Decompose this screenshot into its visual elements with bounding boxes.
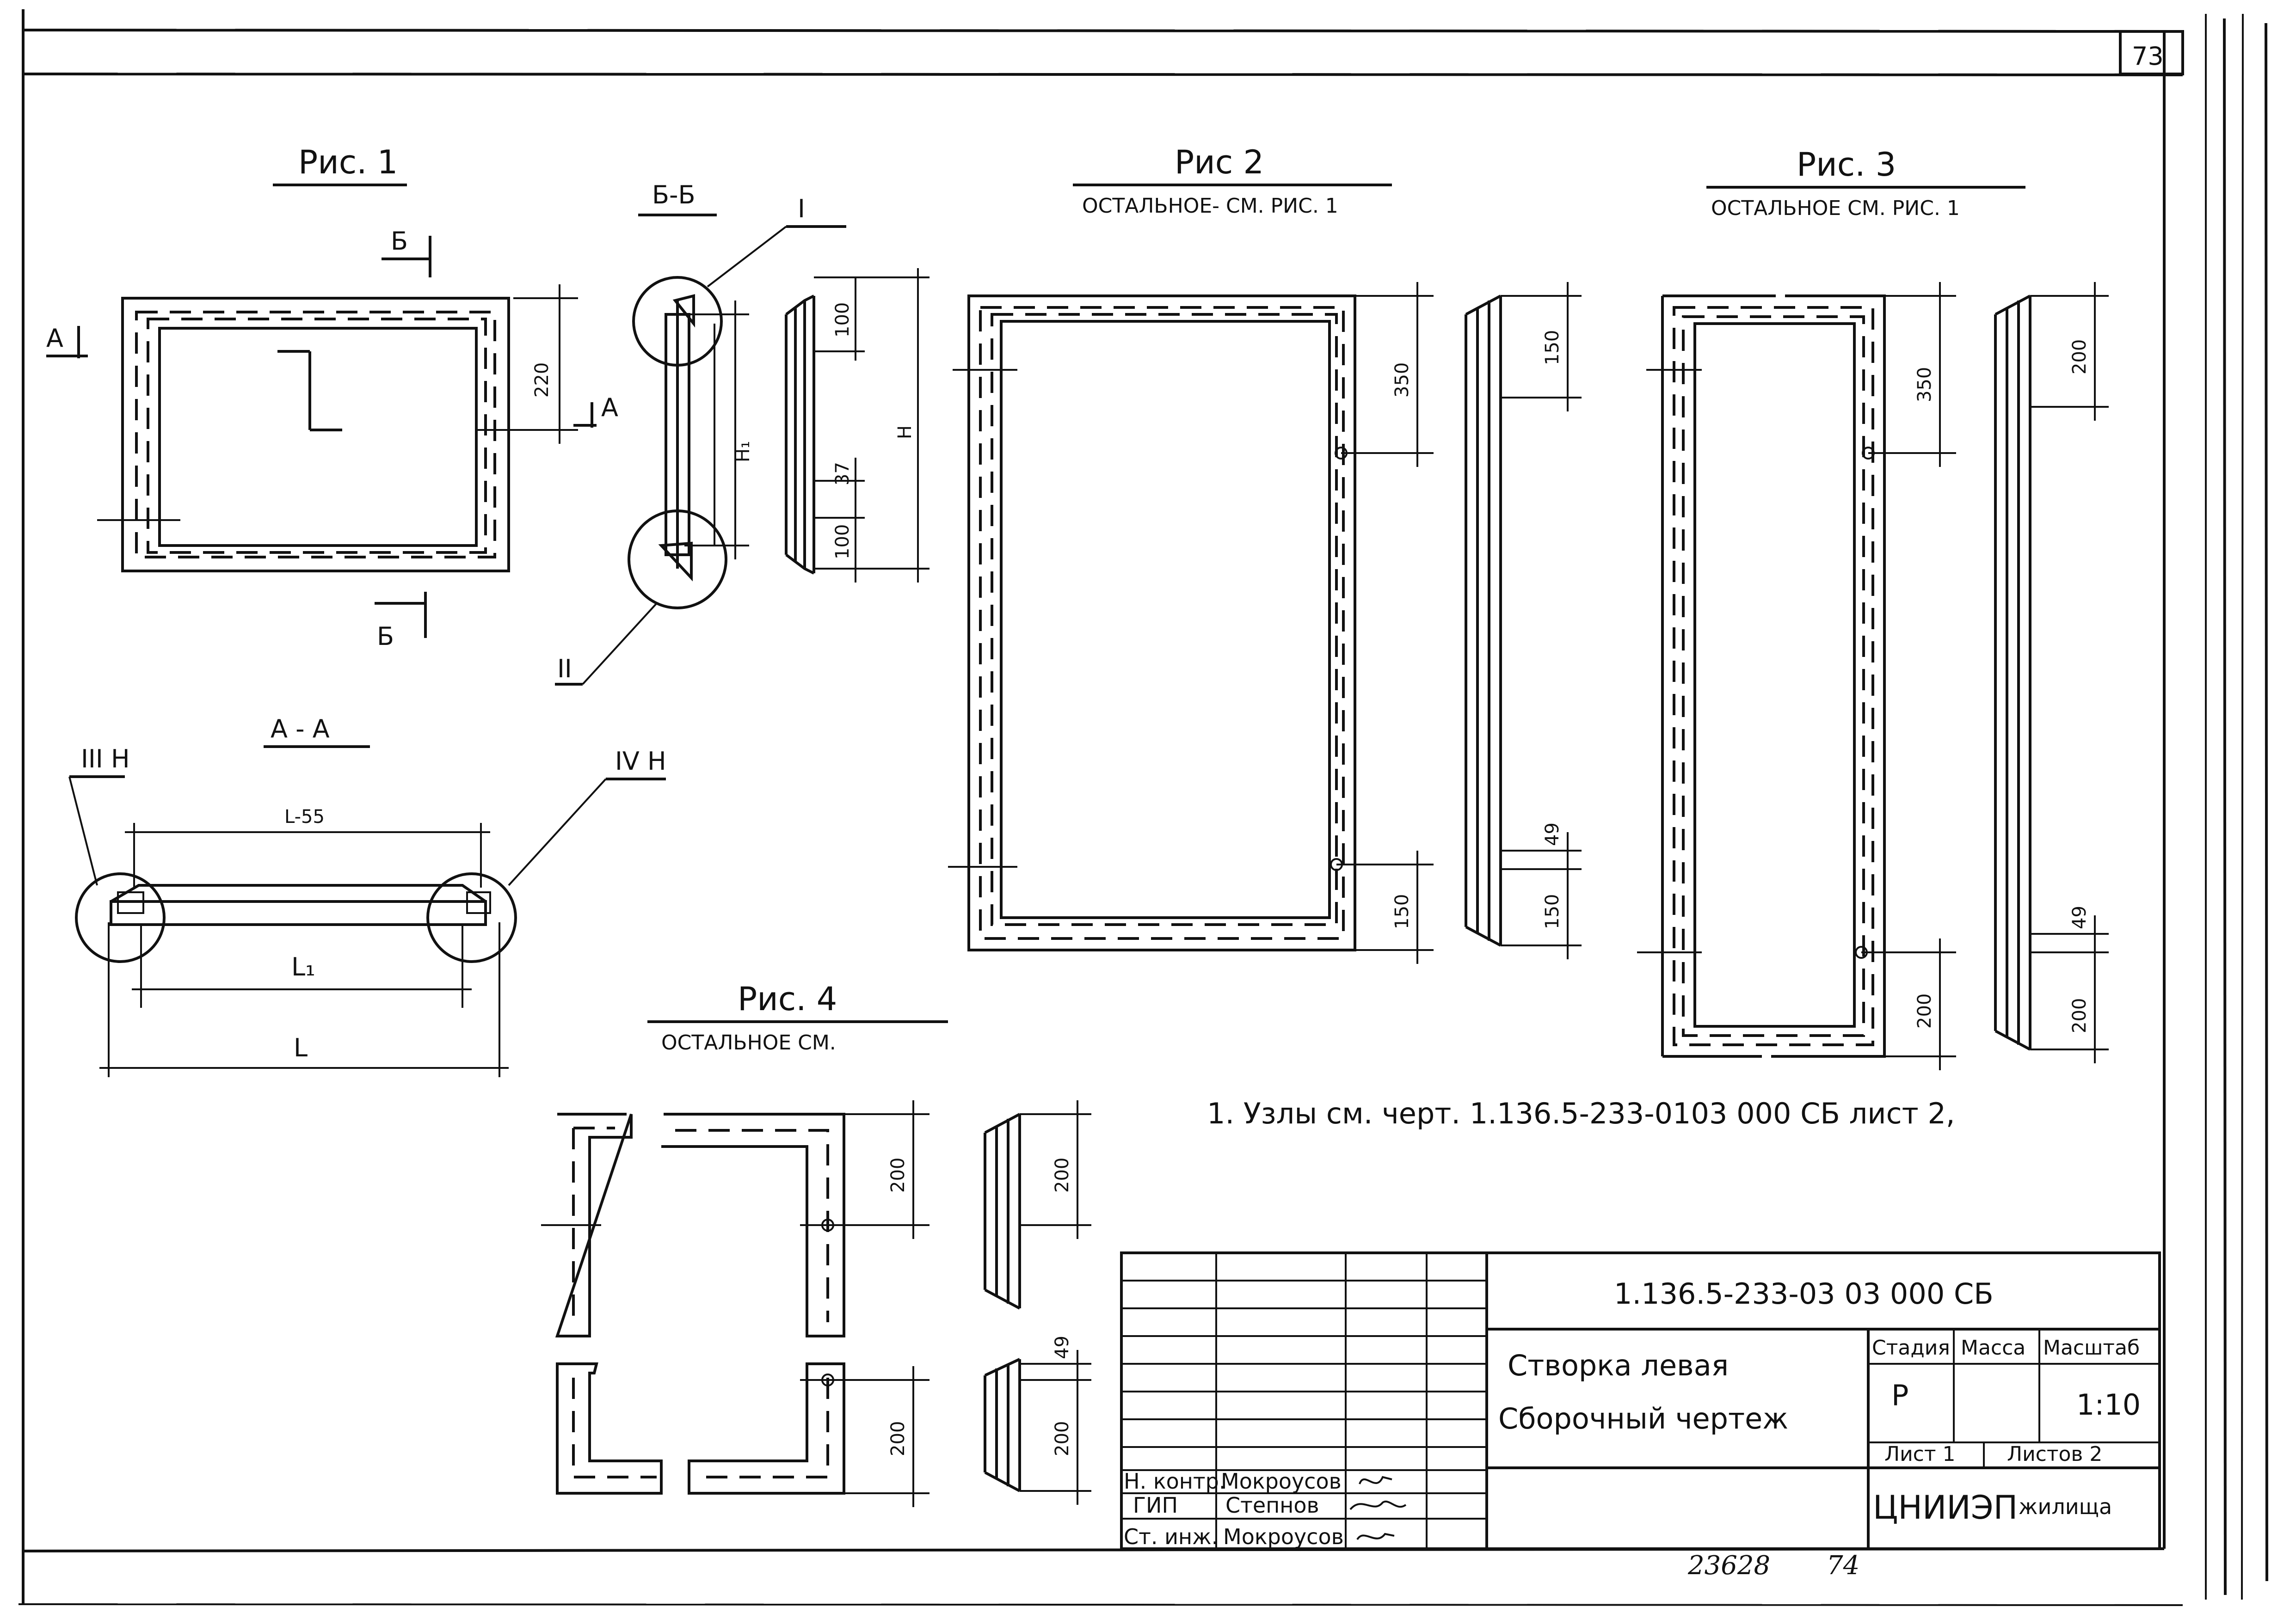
- name-3: Мокроусов: [1223, 1524, 1344, 1549]
- fig1-title: Рис. 1: [298, 143, 398, 181]
- node-1-label: I: [798, 194, 805, 223]
- name-1: Мокроусов: [1221, 1469, 1342, 1494]
- section-b-mark-bottom: Б: [377, 622, 394, 651]
- fig1-side-profile: 100 37 100 H: [785, 268, 929, 583]
- fig1-title-group: Рис. 1: [273, 143, 407, 186]
- fig3-title: Рис. 3: [1797, 146, 1896, 184]
- fig2-subtitle: ОСТАЛЬНОЕ- СМ. РИС. 1: [1082, 194, 1338, 218]
- dim-150-side2-top: 150: [1542, 330, 1563, 365]
- dim-350-fig3: 350: [1914, 367, 1935, 402]
- fig4-title-group: Рис. 4 ОСТАЛЬНОЕ СМ.: [647, 980, 948, 1055]
- section-bb-profile: H₁: [628, 276, 754, 609]
- section-a-mark-right: А: [601, 393, 618, 422]
- fig3-sash-frame: 350 200: [1637, 282, 1956, 1070]
- dim-150-side2-bot: 150: [1542, 894, 1563, 929]
- dim-100-top: 100: [832, 302, 853, 337]
- role-3: Ст. инж.: [1124, 1524, 1218, 1549]
- node-3-callout: III Н: [68, 744, 130, 886]
- dim-150-fig2: 150: [1391, 894, 1413, 929]
- dim-200-fig4-top: 200: [887, 1158, 909, 1193]
- node-2-callout: II: [555, 602, 658, 686]
- name-2: Степнов: [1225, 1493, 1319, 1518]
- node-3-label: III Н: [81, 744, 130, 773]
- sheet-number: 73: [2132, 42, 2164, 71]
- dim-200-side3-top: 200: [2069, 339, 2090, 374]
- col-scale: Масштаб: [2043, 1336, 2140, 1360]
- dim-49-side4: 49: [1052, 1336, 1073, 1359]
- fig2-sash-frame: 350 150: [948, 282, 1434, 964]
- dim-350-fig2: 350: [1391, 362, 1413, 398]
- org-logo: ЦНИИЭП: [1873, 1489, 2018, 1527]
- section-b-mark-top: Б: [391, 227, 408, 256]
- signatures: [1349, 1476, 1407, 1540]
- node-4-callout: IV Н: [508, 747, 666, 886]
- col-mass: Масса: [1961, 1336, 2025, 1360]
- dim-200-fig3: 200: [1914, 993, 1935, 1029]
- fig1-section-a-left: А: [46, 324, 88, 358]
- fig1-section-b-top: Б: [382, 227, 431, 277]
- fig4-corners: 200 200: [541, 1100, 929, 1507]
- fig2-title-group: Рис 2 ОСТАЛЬНОЕ- СМ. РИС. 1: [1073, 143, 1392, 218]
- dim-200-side4-top: 200: [1052, 1158, 1073, 1193]
- col-stage: Стадия: [1872, 1336, 1950, 1360]
- title-block: [1120, 1251, 2161, 1550]
- sheet-frame: [18, 9, 2268, 1606]
- fig1-dim-220: 220: [513, 284, 578, 444]
- fig4-title: Рис. 4: [738, 980, 837, 1018]
- dim-220: 220: [531, 362, 553, 398]
- archive-number: 23628: [1687, 1551, 1770, 1581]
- fig3-title-group: Рис. 3 ОСТАЛЬНОЕ СМ. РИС. 1: [1706, 146, 2025, 220]
- dim-200-side3-bot: 200: [2069, 998, 2090, 1033]
- fig1-window-frame: [97, 297, 532, 572]
- role-2: ГИП: [1133, 1493, 1178, 1518]
- node-4-label: IV Н: [615, 747, 666, 776]
- drawing-name-line2: Сборочный чертеж: [1498, 1402, 1788, 1435]
- role-1: Н. контр.: [1124, 1469, 1225, 1494]
- dim-200-fig4-bot: 200: [887, 1421, 909, 1456]
- dim-h1: H₁: [733, 441, 754, 462]
- section-a-mark-left: А: [46, 324, 63, 353]
- node-1-callout: I: [707, 194, 846, 288]
- stage-value: Р: [1891, 1379, 1908, 1412]
- section-aa-profile: L-55 L₁ L: [75, 806, 517, 1077]
- fig1-section-b-bottom: Б: [375, 592, 427, 651]
- fig2-title: Рис 2: [1175, 143, 1264, 181]
- dim-200-side4-bot: 200: [1052, 1421, 1073, 1456]
- fig3-side-profile: 200 49 200: [1994, 282, 2109, 1063]
- drawing-designation: 1.136.5-233-03 03 000 СБ: [1614, 1277, 1994, 1311]
- fig2-side-profile: 150 49 150: [1465, 282, 1582, 959]
- sheets-value: Листов 2: [2007, 1442, 2102, 1466]
- dim-100-bottom: 100: [832, 524, 853, 559]
- dim-49-side3: 49: [2069, 906, 2090, 929]
- scale-value: 1:10: [2076, 1388, 2141, 1422]
- org-text: жилища: [2019, 1494, 2112, 1519]
- dim-h: H: [894, 425, 916, 439]
- dim-l-55: L-55: [284, 806, 325, 828]
- node-2-label: II: [557, 654, 572, 683]
- fig3-subtitle: ОСТАЛЬНОЕ СМ. РИС. 1: [1711, 196, 1960, 220]
- dim-l1: L₁: [291, 952, 315, 981]
- drawing-name-line1: Створка левая: [1508, 1349, 1729, 1382]
- dim-37: 37: [832, 462, 853, 485]
- sheet-value: Лист 1: [1884, 1442, 1955, 1466]
- fig4-subtitle: ОСТАЛЬНОЕ СМ.: [661, 1031, 836, 1055]
- fig4-side-profile: 200 49 200: [984, 1100, 1091, 1505]
- dim-l: L: [294, 1033, 308, 1062]
- fig1-section-a-right: А: [573, 393, 618, 428]
- dim-49-side2: 49: [1542, 822, 1563, 846]
- general-note: 1. Узлы см. черт. 1.136.5-233-0103 000 С…: [1207, 1097, 1955, 1130]
- page-number: 74: [1827, 1551, 1859, 1581]
- section-bb-title: Б-Б: [652, 180, 696, 209]
- section-aa-title: А - А: [271, 714, 330, 743]
